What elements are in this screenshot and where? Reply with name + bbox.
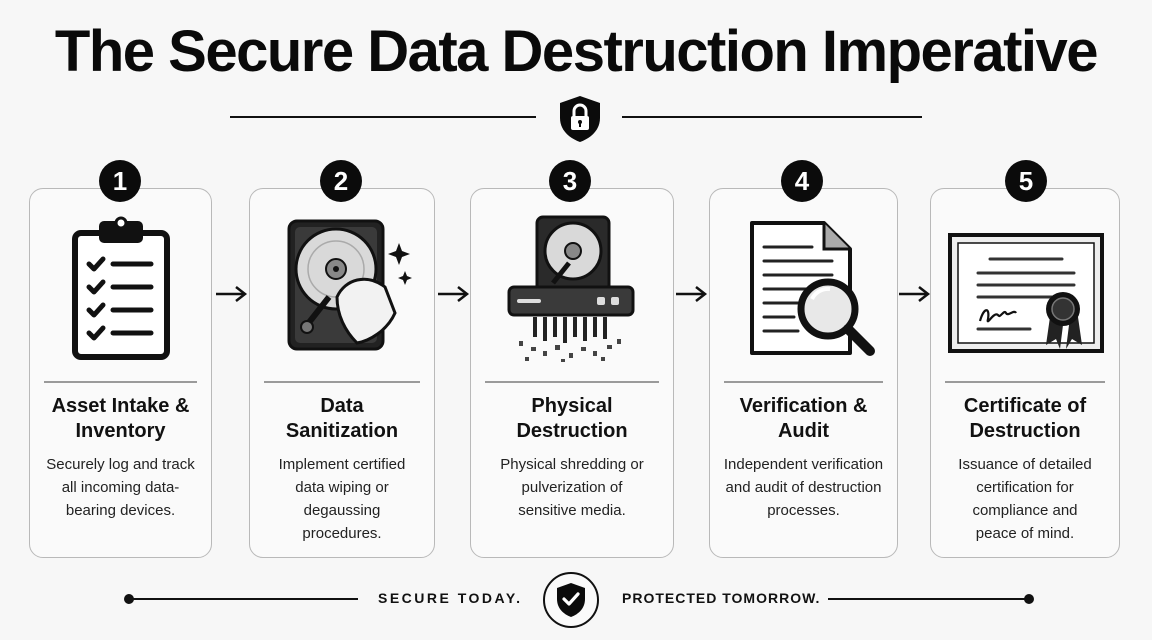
step-number-3: 3 xyxy=(549,160,591,202)
header-rule-right xyxy=(622,116,922,118)
arrow-right-icon xyxy=(438,286,470,302)
card-divider xyxy=(264,381,420,383)
arrow-right-icon xyxy=(899,286,931,302)
card-divider xyxy=(724,381,883,383)
shield-lock-icon xyxy=(557,94,603,144)
footer-dot-left xyxy=(124,594,134,604)
step-card-data-sanitization: Data Sanitization Implement certified da… xyxy=(249,188,435,558)
footer-right-text: PROTECTED TOMORROW. xyxy=(622,590,821,606)
step-description: Implement certified data wiping or degau… xyxy=(278,456,406,542)
step-card-asset-intake: Asset Intake & Inventory Securely log an… xyxy=(29,188,212,558)
step-description: Physical shredding or pulverization of s… xyxy=(500,456,644,519)
hard-drive-wipe-icon xyxy=(287,219,412,351)
step-number-4: 4 xyxy=(781,160,823,202)
step-card-physical-destruction: Physical Destruction Physical shredding … xyxy=(470,188,674,558)
arrow-right-icon xyxy=(676,286,708,302)
step-title: Verification & Audit xyxy=(739,395,868,442)
shredder-icon xyxy=(507,215,635,362)
step-number-1: 1 xyxy=(99,160,141,202)
card-divider xyxy=(44,381,197,383)
card-divider xyxy=(485,381,659,383)
step-number-2: 2 xyxy=(320,160,362,202)
shield-check-icon xyxy=(543,572,599,628)
footer-left-text: SECURE TODAY. xyxy=(378,590,523,606)
page-title: The Secure Data Destruction Imperative xyxy=(54,19,1099,84)
arrow-right-icon xyxy=(216,286,248,302)
step-number-5: 5 xyxy=(1005,160,1047,202)
step-title: Physical Destruction xyxy=(516,395,628,442)
step-description: Independent verification and audit of de… xyxy=(723,456,884,519)
step-description: Securely log and track all incoming data… xyxy=(46,456,195,519)
header-rule-left xyxy=(230,116,536,118)
step-title: Data Sanitization xyxy=(285,395,399,442)
footer-dot-right xyxy=(1024,594,1034,604)
step-title: Certificate of Destruction xyxy=(963,395,1087,442)
certificate-icon xyxy=(948,233,1104,353)
document-magnifier-icon xyxy=(749,221,875,356)
step-description: Issuance of detailed certification for c… xyxy=(958,456,1092,542)
footer-rule-left xyxy=(130,598,358,600)
step-card-certificate: Certificate of Destruction Issuance of d… xyxy=(930,188,1120,558)
step-title: Asset Intake & Inventory xyxy=(51,395,190,442)
step-card-verification-audit: Verification & Audit Independent verific… xyxy=(709,188,898,558)
clipboard-checklist-icon xyxy=(71,216,170,360)
card-divider xyxy=(945,381,1105,383)
footer-rule-right xyxy=(828,598,1028,600)
